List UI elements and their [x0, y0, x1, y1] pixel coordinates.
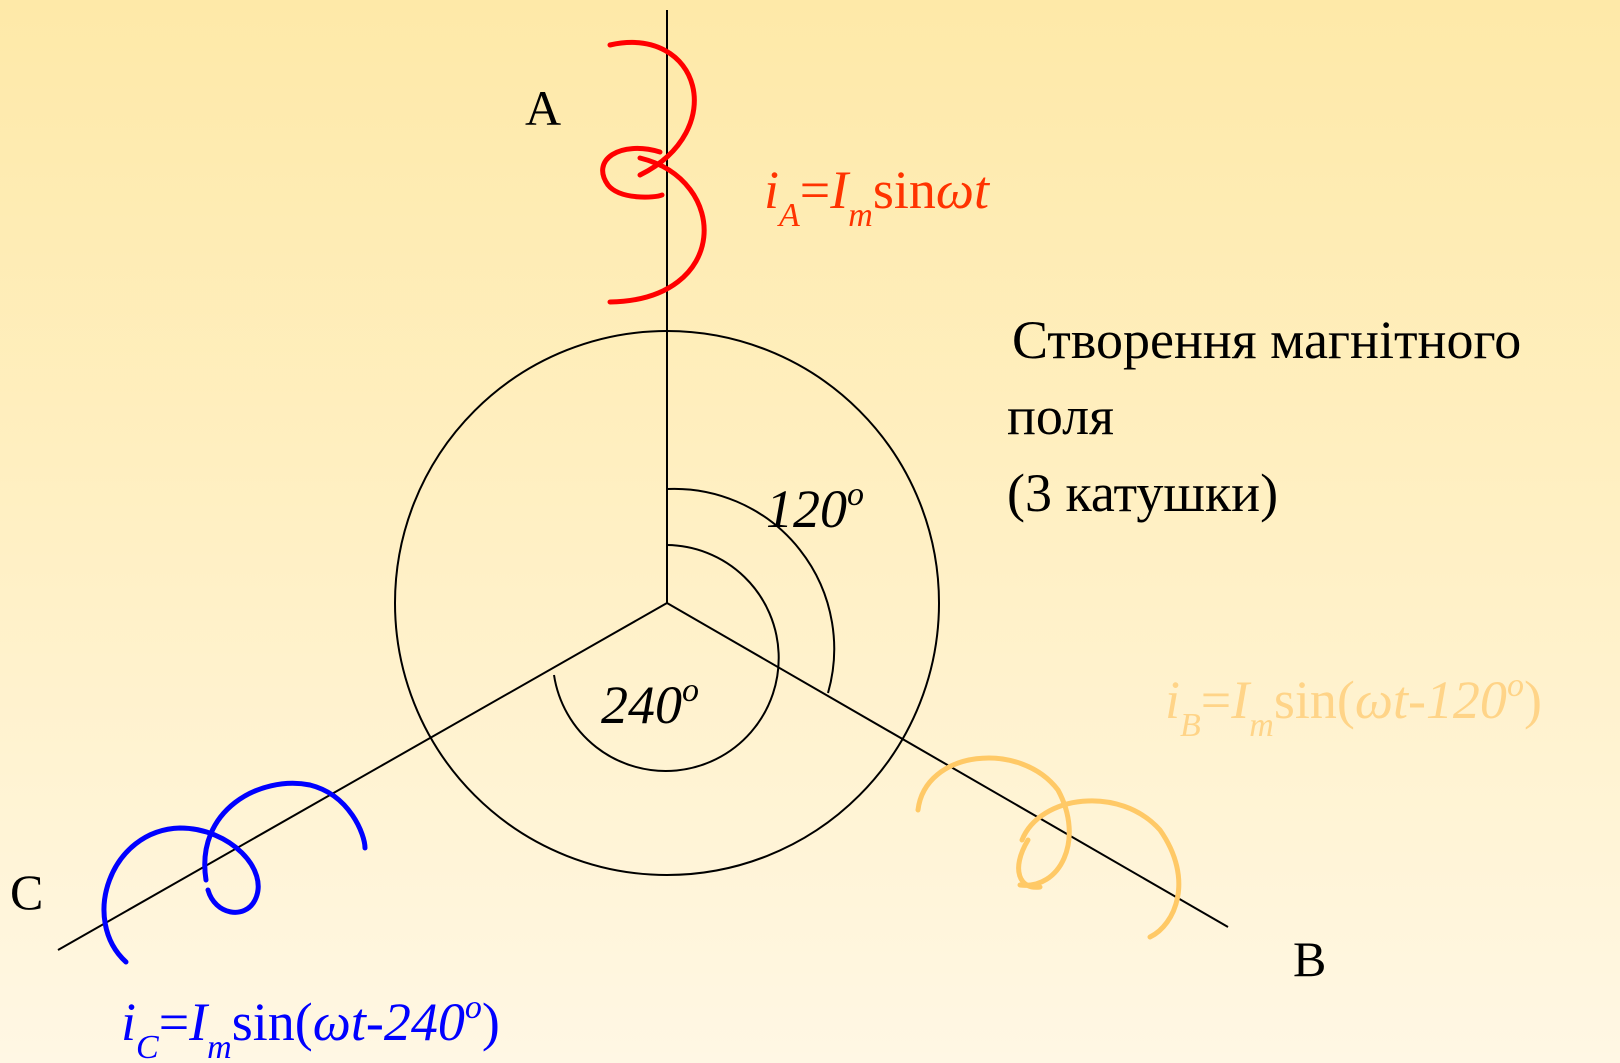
- angle-label-120: 120o: [766, 476, 864, 539]
- formula-ic: iC=Imsin(ωt-240o): [121, 989, 500, 1063]
- phase-label-b: B: [1293, 931, 1326, 987]
- axis-c: [57, 602, 668, 951]
- coil-c-first-loop: [101, 825, 261, 965]
- coil-b-first-loop: [915, 755, 1072, 888]
- angle-arc-120: [666, 487, 836, 694]
- angle-arc-240: [553, 544, 780, 772]
- phase-label-c: C: [10, 864, 43, 920]
- coil-a-upper-loop: [607, 40, 697, 178]
- coil-c: [101, 780, 368, 965]
- coil-b-second-loop: [1019, 798, 1182, 940]
- stator-circle: [394, 330, 940, 876]
- coil-a-lower-loop: [607, 155, 707, 305]
- coil-a: [600, 40, 707, 305]
- phase-label-a: A: [525, 80, 561, 136]
- title-line-2: поля: [1007, 386, 1114, 446]
- angle-label-240: 240o: [601, 672, 699, 735]
- coil-b: [915, 755, 1182, 940]
- formula-ia: iA=Imsinωt: [764, 160, 991, 234]
- coil-c-second-loop: [202, 780, 368, 883]
- title-line-3: (3 катушки): [1007, 463, 1278, 523]
- formula-ib: iB=Imsin(ωt-120o): [1165, 667, 1542, 744]
- coil-a-inner-loop: [600, 145, 665, 200]
- coil-b-inner-loop: [1016, 837, 1043, 890]
- title-line-1: Створення магнітного: [1012, 310, 1521, 370]
